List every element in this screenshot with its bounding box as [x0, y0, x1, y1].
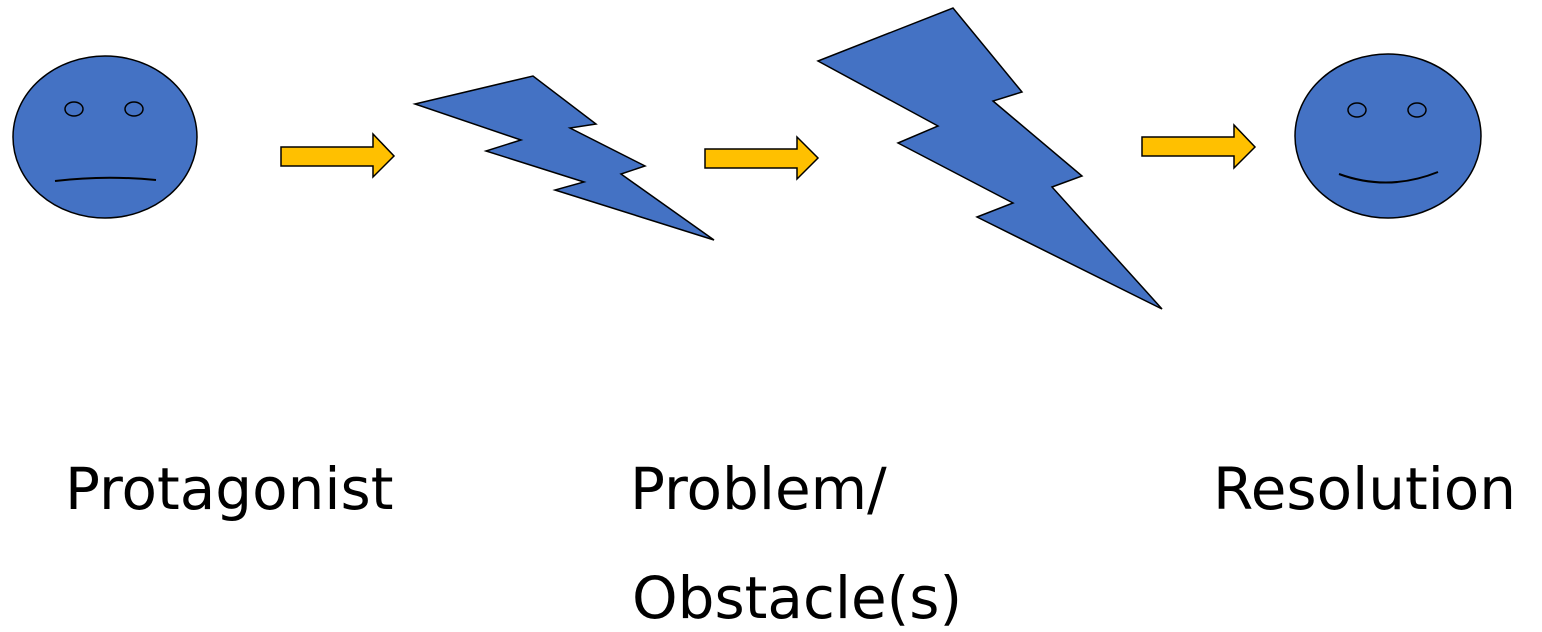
right-arrow-icon [1141, 123, 1257, 170]
right-arrow-icon [704, 135, 820, 181]
problem-label-line1: Problem/ [630, 455, 887, 523]
smiley-face-icon [1294, 53, 1482, 219]
left-eye [1347, 102, 1367, 118]
right-eye [124, 101, 144, 117]
right-eye [1407, 102, 1427, 118]
frown-mouth [54, 176, 157, 182]
lightning-bolt-icon [412, 75, 715, 241]
sad-face-icon [12, 55, 198, 219]
right-arrow-icon [280, 132, 396, 179]
face-circle [12, 55, 198, 219]
protagonist-label: Protagonist [65, 455, 393, 523]
face-circle [1294, 53, 1482, 219]
resolution-label: Resolution [1213, 455, 1516, 523]
left-eye [64, 101, 84, 117]
lightning-bolt-icon [816, 7, 1163, 310]
smile-mouth [1338, 171, 1439, 184]
problem-label-line2: Obstacle(s) [632, 564, 962, 632]
